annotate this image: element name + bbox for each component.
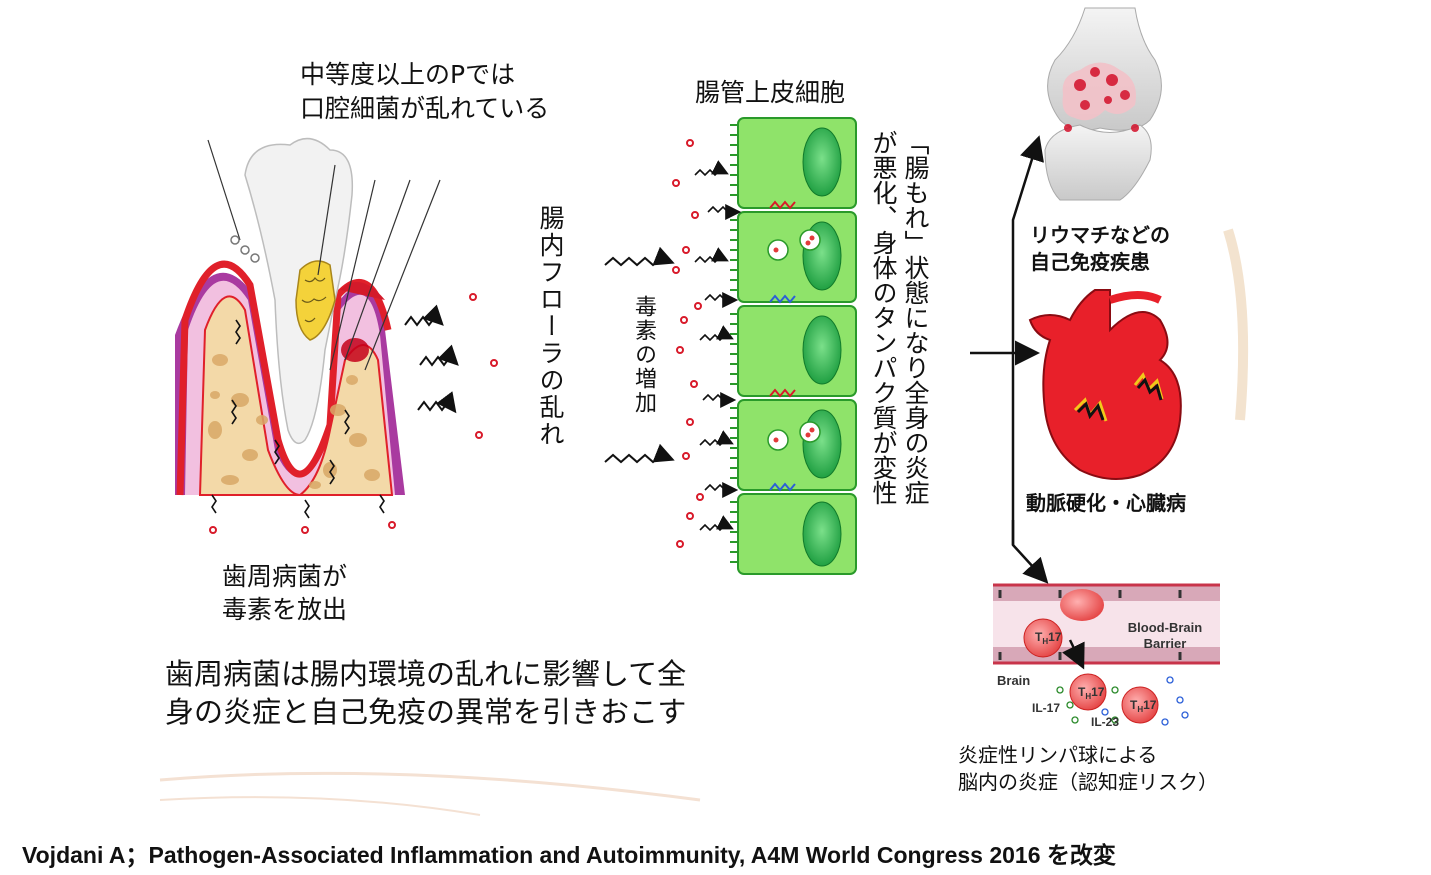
- autoimmune-label-line1: リウマチなどの: [1030, 223, 1170, 247]
- tooth-caption-top-line2: 口腔細菌が乱れている: [300, 94, 550, 123]
- effect-arrows: [970, 135, 1049, 584]
- tooth-caption-top-line1: 中等度以上のPでは: [300, 60, 516, 89]
- knee-joint-illustration: [1044, 7, 1162, 201]
- citation: Vojdani A；Pathogen-Associated Inflammati…: [22, 842, 1116, 868]
- heart-disease-label: 動脈硬化・心臓病: [1026, 491, 1186, 515]
- toxin-increase-label: 毒素の増加: [631, 295, 656, 415]
- flora-disruption-label: 腸内フローラの乱れ: [536, 205, 565, 448]
- th17-label-1: TH17: [1035, 630, 1062, 646]
- th17-label-3: TH17: [1130, 698, 1157, 714]
- il17-label: IL-17: [1032, 701, 1060, 715]
- intestinal-epithelium: [672, 117, 857, 575]
- autoimmune-label: リウマチなどの 自己免疫疾患: [1030, 222, 1170, 276]
- epithelium-title: 腸管上皮細胞: [695, 78, 846, 107]
- leaky-gut-text-col2: が悪化、身体のタンパク質が変性: [869, 130, 898, 505]
- periodontal-illustration: [175, 137, 498, 534]
- tooth-caption-bottom-line1: 歯周病菌が: [222, 562, 348, 591]
- brain-caption-line1: 炎症性リンパ球による: [958, 743, 1158, 767]
- tooth-caption-bottom-line2: 毒素を放出: [222, 595, 348, 624]
- tooth-caption-bottom: 歯周病菌が 毒素を放出: [222, 560, 347, 626]
- il23-label: IL-23: [1091, 715, 1119, 729]
- leaky-gut-text-col1: 「腸もれ」状態になり全身の炎症: [901, 130, 930, 505]
- blood-brain-barrier-illustration: Blood-Brain Barrier Brain TH17 TH17 TH17…: [993, 583, 1220, 729]
- bbb-label-line1: Blood-Brain: [1128, 620, 1202, 635]
- summary-line2: 身の炎症と自己免疫の異常を引きおこす: [165, 695, 687, 729]
- brain-inflammation-caption: 炎症性リンパ球による 脳内の炎症（認知症リスク）: [958, 742, 1218, 796]
- bbb-label-line2: Barrier: [1144, 636, 1187, 651]
- autoimmune-label-line2: 自己免疫疾患: [1030, 250, 1150, 274]
- brain-caption-line2: 脳内の炎症（認知症リスク）: [958, 770, 1218, 794]
- tooth-caption-top: 中等度以上のPでは 口腔細菌が乱れている: [300, 58, 549, 126]
- summary-line1: 歯周病菌は腸内環境の乱れに影響して全: [165, 657, 687, 691]
- summary-text: 歯周病菌は腸内環境の乱れに影響して全 身の炎症と自己免疫の異常を引きおこす: [165, 655, 686, 731]
- toxin-arrows: [604, 246, 675, 464]
- decorative-swoosh: [159, 771, 701, 802]
- th17-label-2: TH17: [1078, 685, 1105, 701]
- brain-label: Brain: [997, 673, 1030, 688]
- heart-illustration: [1028, 289, 1182, 480]
